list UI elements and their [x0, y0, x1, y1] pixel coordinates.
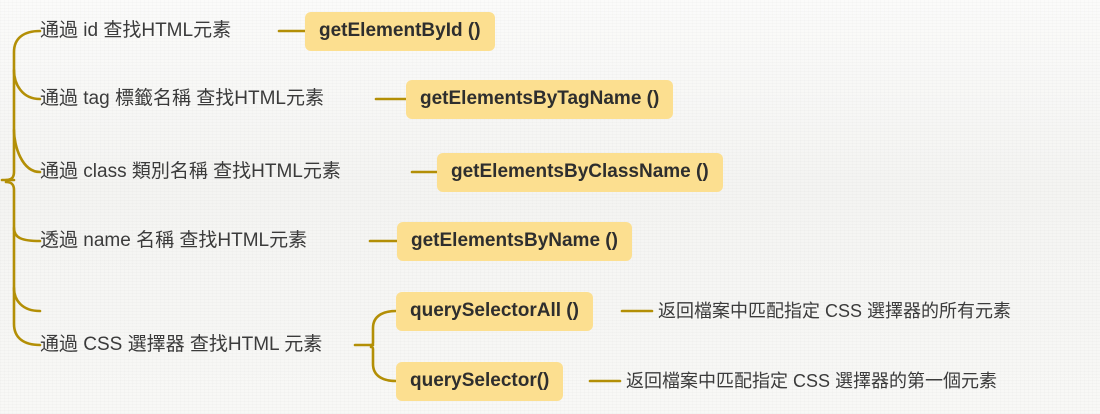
branch-label-css-selector[interactable]: 通過 CSS 選擇器 查找HTML 元素 — [40, 334, 323, 355]
branch-label-tag[interactable]: 通過 tag 標籤名稱 查找HTML元素 — [40, 88, 324, 109]
method-badge-getelementsbyclassname[interactable]: getElementsByClassName () — [437, 153, 723, 192]
description-queryselector: 返回檔案中匹配指定 CSS 選擇器的第一個元素 — [626, 371, 998, 391]
method-badge-getelementsbyname[interactable]: getElementsByName () — [397, 222, 632, 261]
method-badge-queryselectorall[interactable]: querySelectorAll () — [396, 292, 593, 331]
method-badge-queryselector[interactable]: querySelector() — [396, 362, 564, 401]
branch-label-id[interactable]: 通過 id 查找HTML元素 — [40, 20, 232, 41]
branch-label-name[interactable]: 透過 name 名稱 查找HTML元素 — [40, 230, 308, 251]
branch-label-class[interactable]: 通過 class 類別名稱 查找HTML元素 — [40, 161, 341, 182]
method-badge-getelementsbytagname[interactable]: getElementsByTagName () — [406, 80, 674, 119]
description-queryselectorall: 返回檔案中匹配指定 CSS 選擇器的所有元素 — [658, 301, 1012, 321]
method-badge-getelementbyid[interactable]: getElementById () — [305, 12, 495, 51]
